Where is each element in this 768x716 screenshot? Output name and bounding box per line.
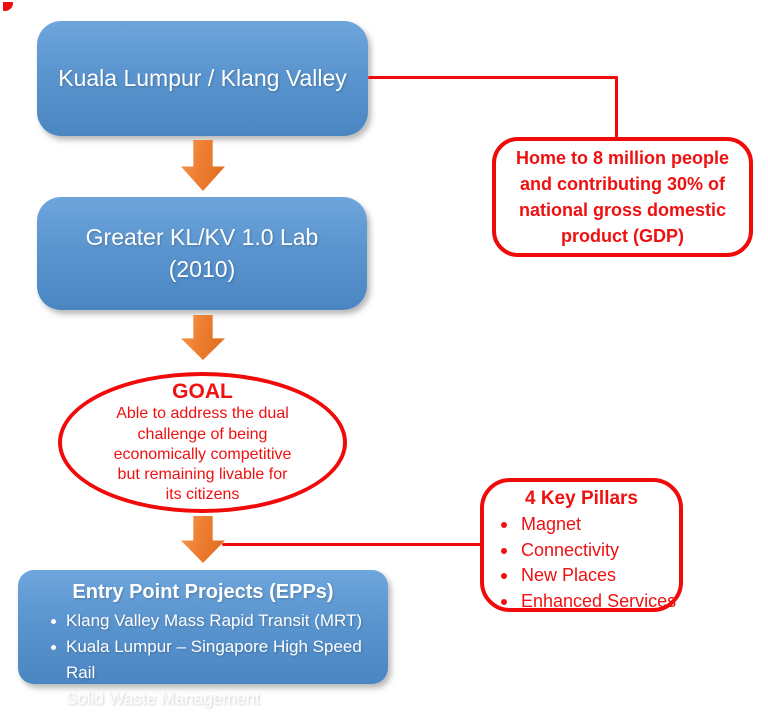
connector-population-horizontal: [368, 76, 618, 79]
connector-pillars-horizontal: [222, 543, 482, 546]
node-kuala-lumpur: Kuala Lumpur / Klang Valley: [37, 21, 368, 136]
epp-item: Solid Waste Management: [18, 686, 388, 712]
callout-population-text: Home to 8 million people and contributin…: [515, 147, 730, 247]
epp-item-label: Kuala Lumpur – Singapore High Speed Rail: [66, 637, 362, 682]
epp-title: Entry Point Projects (EPPs): [72, 581, 334, 603]
pillars-item: Magnet: [484, 512, 679, 538]
pillars-title: 4 Key Pillars: [524, 488, 639, 509]
connector-population-vertical: [615, 76, 618, 139]
pillars-item-label: Magnet: [521, 514, 582, 534]
callout-pillars: 4 Key Pillars Magnet Connectivity New Pl…: [480, 478, 683, 612]
epp-item: Klang Valley Mass Rapid Transit (MRT): [18, 608, 388, 634]
node-kuala-lumpur-label: Kuala Lumpur / Klang Valley: [58, 65, 347, 91]
arrow-down-icon: [181, 516, 225, 563]
epp-item-label: Solid Waste Management: [66, 689, 261, 708]
arrow-down-icon: [181, 140, 225, 191]
pillars-item: Enhanced Services: [484, 589, 679, 615]
callout-population: Home to 8 million people and contributin…: [492, 137, 753, 257]
pillars-item-label: Enhanced Services: [521, 590, 677, 611]
pillars-item: New Places: [484, 563, 679, 589]
arrow-down-icon: [181, 315, 225, 360]
epp-item: Kuala Lumpur – Singapore High Speed Rail: [18, 634, 388, 686]
pillars-item-label: Connectivity: [521, 539, 620, 560]
node-goal: GOAL Able to address the dual challenge …: [58, 372, 347, 513]
pillars-item: Connectivity: [484, 538, 679, 564]
goal-body: Able to address the dual challenge of be…: [113, 405, 292, 504]
goal-title: GOAL: [172, 380, 233, 404]
node-greater-kl-lab: Greater KL/KV 1.0 Lab (2010): [37, 197, 367, 310]
pillars-item-label: New Places: [521, 565, 617, 585]
epp-item-label: Klang Valley Mass Rapid Transit (MRT): [66, 611, 363, 630]
node-epp: Entry Point Projects (EPPs) Klang Valley…: [18, 570, 388, 708]
pillars-list: Magnet Connectivity New Places Enhanced …: [484, 512, 679, 614]
red-corner-artifact: [3, 2, 13, 11]
epp-list: Klang Valley Mass Rapid Transit (MRT) Ku…: [18, 608, 388, 712]
node-greater-kl-lab-label: Greater KL/KV 1.0 Lab (2010): [85, 224, 319, 282]
